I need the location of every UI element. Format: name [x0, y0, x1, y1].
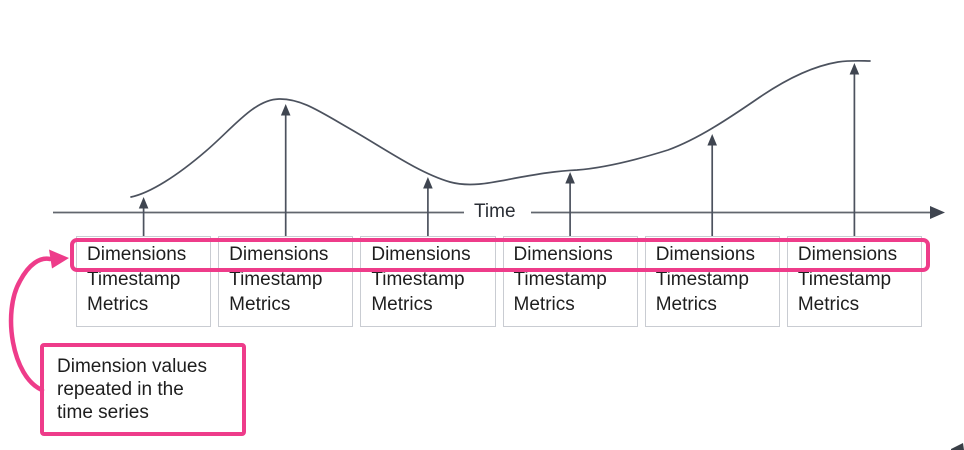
annotation-line: repeated in the	[57, 379, 184, 400]
cropped-artifact	[951, 443, 964, 450]
axis-right-arrowhead	[930, 206, 945, 219]
record-field-timestamp: Timestamp	[87, 269, 181, 290]
records-row: Dimensions Timestamp Metrics Dimensions …	[76, 236, 923, 327]
record-arrow	[280, 104, 291, 236]
record-field-timestamp: Timestamp	[371, 269, 465, 290]
record-box: Dimensions Timestamp Metrics	[218, 236, 354, 327]
record-field-metrics: Metrics	[371, 294, 433, 315]
record-box: Dimensions Timestamp Metrics	[360, 236, 496, 327]
record-box: Dimensions Timestamp Metrics	[786, 236, 923, 327]
record-box: Dimensions Timestamp Metrics	[76, 236, 212, 327]
record-field-timestamp: Timestamp	[229, 269, 323, 290]
record-arrow	[138, 197, 149, 236]
record-arrow	[423, 177, 433, 236]
record-box: Dimensions Timestamp Metrics	[644, 236, 780, 327]
record-box: Dimensions Timestamp Metrics	[502, 236, 638, 327]
record-field-timestamp: Timestamp	[513, 269, 607, 290]
axis-label: Time	[474, 201, 516, 222]
record-field-dimensions: Dimensions	[87, 244, 187, 265]
record-field-metrics: Metrics	[87, 294, 149, 315]
annotation-line: Dimension values	[57, 356, 207, 377]
record-field-dimensions: Dimensions	[371, 244, 471, 265]
annotation-callout: Dimension values repeated in the time se…	[40, 343, 246, 436]
record-field-metrics: Metrics	[513, 294, 575, 315]
record-field-dimensions: Dimensions	[229, 244, 329, 265]
annotation-arrowhead	[49, 249, 69, 269]
record-field-metrics: Metrics	[229, 294, 291, 315]
record-field-timestamp: Timestamp	[655, 269, 749, 290]
record-arrow	[849, 63, 860, 236]
record-field-dimensions: Dimensions	[797, 244, 898, 265]
record-field-timestamp: Timestamp	[797, 269, 892, 290]
record-field-metrics: Metrics	[655, 294, 717, 315]
record-arrow	[565, 172, 575, 236]
record-field-dimensions: Dimensions	[513, 244, 613, 265]
annotation-line: time series	[57, 402, 149, 423]
time-series-curve	[130, 59, 871, 198]
record-arrow	[707, 134, 717, 236]
record-field-dimensions: Dimensions	[655, 244, 755, 265]
record-field-metrics: Metrics	[797, 294, 860, 315]
